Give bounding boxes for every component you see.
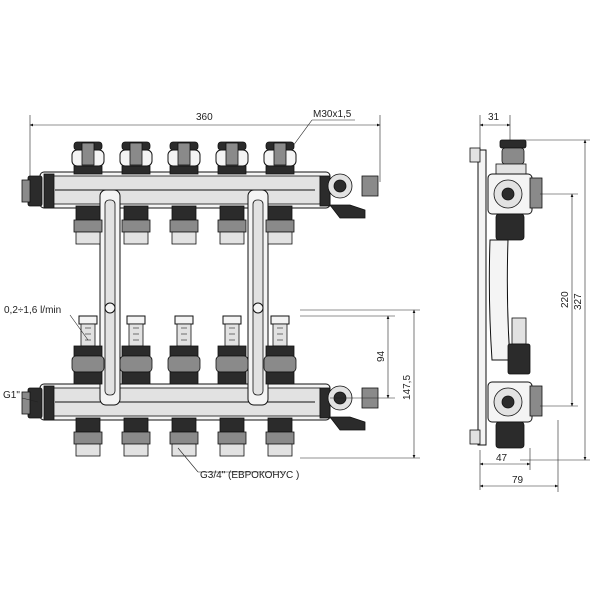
valve-head <box>263 141 297 175</box>
dimension-94: 94 <box>300 315 395 399</box>
valve-head <box>71 141 105 175</box>
lower-outlets <box>73 417 295 457</box>
valve-head <box>167 141 201 175</box>
dim-31-label: 31 <box>488 112 500 123</box>
lower-outlet <box>217 417 247 457</box>
upper-outlet <box>73 205 103 245</box>
dim-47-label: 47 <box>496 453 508 464</box>
lower-manifold <box>21 383 379 431</box>
inlet-g1-callout: G1" <box>3 390 39 403</box>
inlet-g1-label: G1" <box>3 390 20 401</box>
side-view: 31 220 <box>469 112 590 492</box>
dimension-327: 327 <box>520 139 590 461</box>
flowmeter <box>71 315 105 385</box>
flowmeter <box>263 315 297 385</box>
dim-360-label: 360 <box>196 112 213 123</box>
valve-head <box>215 141 249 175</box>
dim-327-label: 327 <box>573 293 584 310</box>
upper-outlets <box>73 205 295 245</box>
upper-outlet <box>265 205 295 245</box>
upper-outlet <box>217 205 247 245</box>
thread-m30-label: M30x1,5 <box>313 109 352 120</box>
upper-outlet <box>121 205 151 245</box>
dimension-31: 31 <box>479 112 511 150</box>
lower-outlet <box>265 417 295 457</box>
lower-outlet <box>169 417 199 457</box>
dim-79-label: 79 <box>512 475 524 486</box>
outlet-g34-callout: G3/4" (ЕВРОКОНУС ) <box>177 447 299 481</box>
flowmeter <box>167 315 201 385</box>
front-view: 360 M30x1,5 <box>3 109 420 481</box>
dimension-220: 220 <box>540 193 578 407</box>
flow-range-callout: 0,2÷1,6 l/min <box>4 305 89 341</box>
upper-outlet <box>169 205 199 245</box>
dimension-147-5: 147,5 <box>300 309 420 459</box>
lower-outlet <box>121 417 151 457</box>
dim-94-label: 94 <box>376 350 387 362</box>
mounting-brackets <box>99 189 269 406</box>
flowmeter <box>215 315 249 385</box>
flow-range-label: 0,2÷1,6 l/min <box>4 305 61 316</box>
dimension-79: 79 <box>479 420 559 492</box>
dim-220-label: 220 <box>560 291 571 308</box>
dimension-360: 360 <box>29 112 381 182</box>
flowmeters <box>71 315 297 385</box>
lower-outlet <box>73 417 103 457</box>
dim-147-5-label: 147,5 <box>402 375 413 400</box>
dimension-47: 47 <box>479 448 531 490</box>
flowmeter <box>119 315 153 385</box>
thread-m30-callout: M30x1,5 <box>289 109 355 151</box>
upper-manifold <box>21 171 379 219</box>
outlet-g34-label: G3/4" (ЕВРОКОНУС ) <box>200 470 299 481</box>
upper-valve-heads <box>71 141 297 175</box>
valve-head <box>119 141 153 175</box>
